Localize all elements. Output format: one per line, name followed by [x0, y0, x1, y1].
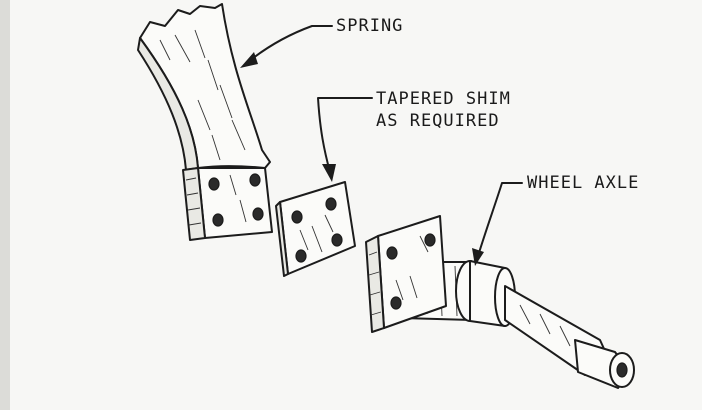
spring-part	[137, 3, 273, 241]
axle-end-hole	[616, 362, 628, 378]
shim-bolt-hole	[291, 210, 303, 224]
page-edge	[0, 0, 10, 410]
axle-bolt-hole	[390, 296, 402, 310]
spring-leader-line	[247, 25, 333, 63]
spring-bolt-hole	[208, 177, 220, 191]
spring-bolt-hole	[212, 213, 224, 227]
axle-flange-hatching	[368, 235, 429, 316]
axle-spindle-hatching	[519, 304, 571, 347]
shim-bolt-hole	[331, 233, 343, 247]
spring-pad-face	[197, 167, 273, 239]
axle-flange-edge	[365, 235, 385, 333]
axle-arrowhead	[472, 248, 484, 266]
spring-hatching	[159, 29, 246, 161]
shim-face	[279, 181, 356, 275]
spring-pad-hatching	[185, 174, 247, 226]
spring-pad-side	[182, 167, 206, 241]
shim-edge	[275, 201, 289, 277]
shim-bolt-hole	[295, 249, 307, 263]
axle-leader-line	[477, 182, 523, 257]
leader-arrows	[240, 25, 523, 266]
shim-hatching	[299, 214, 334, 253]
shim-part	[275, 181, 356, 277]
shim-bolt-hole	[325, 197, 337, 211]
shim-leader-line	[317, 97, 373, 173]
spring-arrowhead	[240, 52, 258, 68]
axle-bolt-hole	[424, 233, 436, 247]
axle-bolt-hole	[386, 246, 398, 260]
wheel-axle-label: WHEEL AXLE	[527, 173, 640, 193]
spring-bolt-hole	[249, 173, 261, 187]
tapered-shim-label-line1: TAPERED SHIM	[376, 89, 511, 109]
spring-label: SPRING	[336, 16, 404, 36]
shim-arrowhead	[322, 164, 336, 182]
tapered-shim-label-line2: AS REQUIRED	[376, 111, 500, 131]
tapered-shim-label: TAPERED SHIM AS REQUIRED	[376, 88, 511, 132]
spring-bolt-hole	[252, 207, 264, 221]
axle-part	[365, 215, 635, 389]
